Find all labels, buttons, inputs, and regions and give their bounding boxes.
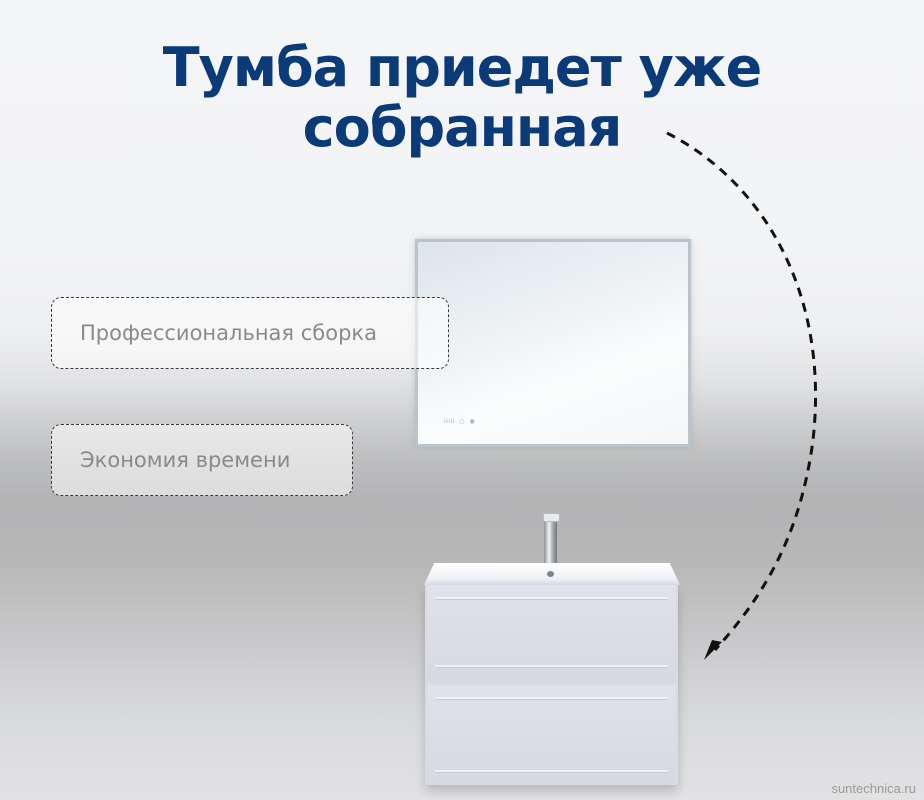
drain-icon: [547, 571, 554, 577]
feature-badge-label: Экономия времени: [80, 448, 291, 472]
mirror-touch-controls: iiiii ○ ◉: [444, 418, 477, 425]
drawer-panel-line: [435, 697, 668, 700]
headline-line-2: собранная: [302, 96, 623, 159]
vanity-cabinet-image: [425, 585, 678, 785]
feature-badge-time-saving: Экономия времени: [51, 424, 353, 496]
mirror-control-label: iiiii: [444, 418, 455, 425]
drawer-panel-line: [435, 770, 668, 773]
drawer-panel-line: [435, 597, 668, 600]
antifog-icon: ◉: [469, 418, 476, 425]
feature-badge-label: Профессиональная сборка: [80, 321, 377, 345]
light-toggle-icon: ○: [459, 418, 466, 425]
cabinet-drawer-bottom: [427, 685, 676, 784]
headline-line-1: Тумба приедет уже: [162, 36, 762, 99]
cabinet-drawer-top: [427, 585, 676, 683]
watermark: suntechnica.ru: [831, 781, 916, 796]
mirror-image: iiiii ○ ◉: [415, 239, 691, 447]
faucet-image: [543, 513, 560, 563]
drawer-panel-line: [435, 665, 668, 668]
headline: Тумба приедет уже собранная: [0, 38, 924, 158]
feature-badge-professional-assembly: Профессиональная сборка: [51, 297, 449, 369]
